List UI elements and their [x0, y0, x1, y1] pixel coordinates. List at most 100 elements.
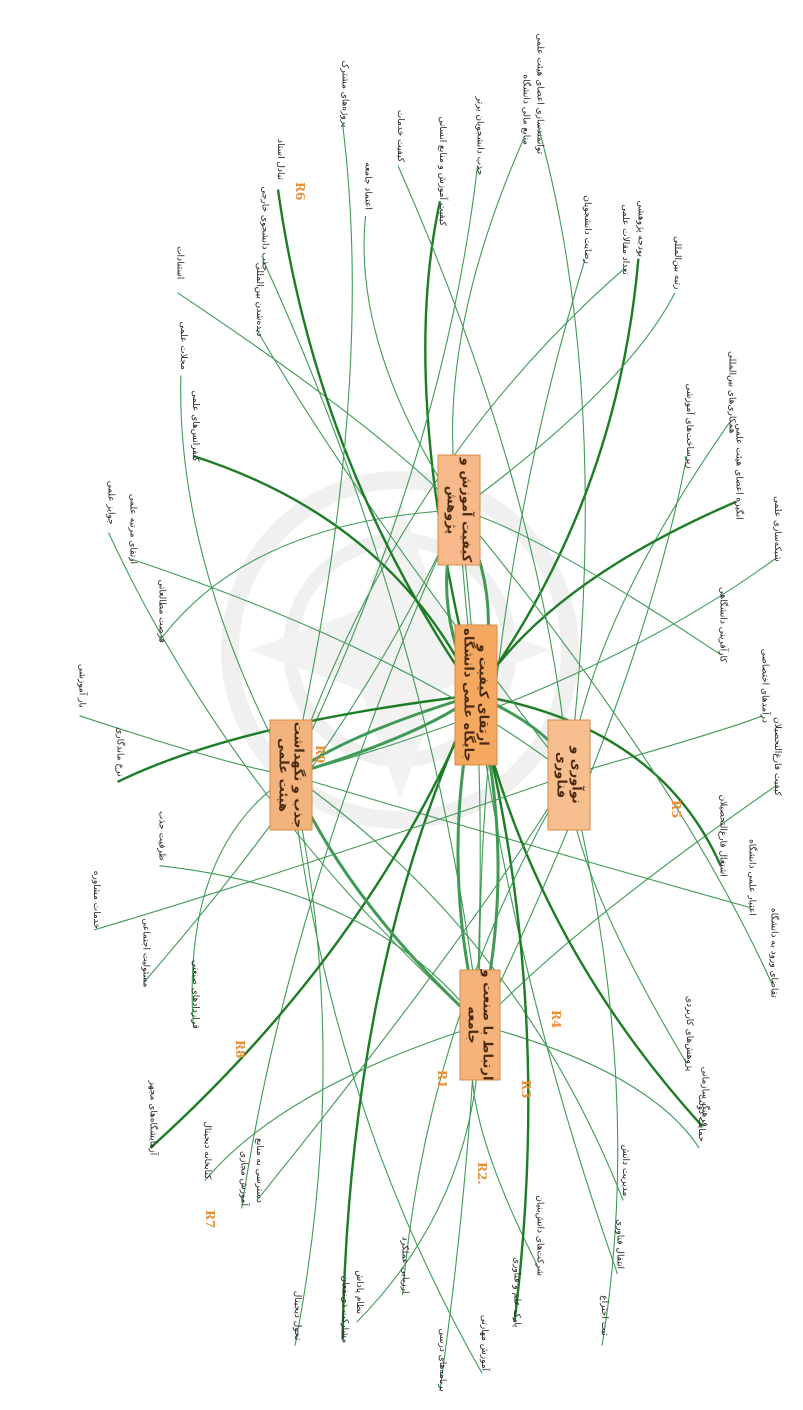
causal-link-arrow — [256, 329, 570, 776]
variable-label: نرخ ماندگاری — [115, 727, 127, 776]
causal-link-arrow — [177, 292, 460, 511]
loop-label: R6 — [293, 182, 307, 200]
causal-link-arrow — [159, 865, 481, 1026]
variable-label: ارزیابی عملکرد — [400, 1237, 410, 1294]
causal-link-arrow — [477, 259, 586, 1026]
causal-link-arrow — [241, 509, 460, 1209]
variable-label: همکاری‌های بین‌المللی — [727, 351, 737, 434]
variable-label: درآمدهای اختصاصی — [759, 649, 771, 723]
core-node-label: پژوهش — [444, 486, 459, 534]
core-node-label: جامعه — [465, 1006, 480, 1044]
variable-label: تبادل استاد — [275, 139, 285, 180]
variable-label: خدمات مشاوره — [91, 871, 101, 929]
variable-label: فرهنگ سازمانی — [700, 1067, 712, 1127]
causal-link-arrow — [149, 693, 478, 1149]
causal-link-arrow — [458, 292, 676, 511]
causal-link-arrow — [290, 774, 624, 1201]
variable-label: ارتقای مرتبه علمی — [128, 494, 138, 564]
core-node-label: جایگاه علمی دانشگاه — [461, 628, 477, 762]
causal-link-arrow — [341, 693, 478, 1340]
loop-label: R9 — [313, 745, 327, 763]
variable-label: پژوهش‌های کاربردی — [684, 996, 694, 1072]
core-node-label: هیئت علمی — [276, 738, 291, 812]
variable-label: اشتغال فارغ‌التحصیلان — [718, 795, 728, 877]
causal-link-arrow — [256, 774, 570, 1201]
causal-link-arrow — [276, 189, 477, 696]
causal-link-arrow — [180, 375, 292, 776]
variable-label: جوایز علمی — [106, 481, 116, 525]
causal-link-arrow — [363, 215, 460, 511]
loop-label: R7 — [203, 1210, 217, 1228]
variable-label: کیفیت خدمات — [395, 110, 405, 163]
variable-label: استنادات — [174, 246, 184, 279]
causal-link-arrow — [475, 258, 640, 696]
variable-label: کنفرانس‌های علمی — [190, 390, 200, 462]
variable-label: جذب دانشجویان برتر — [474, 96, 484, 176]
causal-link-arrow — [397, 165, 572, 776]
variable-label: کیفیت آموزش و منابع انسانی — [437, 116, 449, 226]
variable-label: شرکت‌های دانش‌بنیان — [534, 1195, 544, 1276]
causal-link-arrow — [289, 123, 353, 776]
causal-link-arrow — [290, 269, 624, 776]
core-node-label: فناوری — [554, 752, 569, 798]
causal-link-arrow — [192, 454, 478, 697]
causal-link-arrow — [472, 693, 530, 1323]
variable-label: کتابخانه دیجیتال — [202, 1121, 212, 1180]
causal-link-arrow — [536, 123, 586, 776]
variable-label: پارک علم و فناوری — [511, 1257, 522, 1328]
variable-label: کیفیت فارغ‌التحصیلان — [772, 717, 782, 797]
loop-label: R3 — [519, 1080, 533, 1098]
variable-label: فرصت مطالعاتی — [156, 579, 166, 642]
variable-label: انگیزه اعضای هیئت علمی — [734, 423, 746, 519]
causal-link-arrow — [143, 509, 460, 984]
causal-link-arrow — [158, 507, 460, 642]
variable-label: آموزش مجازی — [239, 1151, 251, 1206]
variable-label: قراردادهای صنعتی — [190, 960, 200, 1029]
variable-label: رتبه بین‌المللی — [672, 236, 682, 289]
causal-link-arrow — [288, 774, 483, 1374]
variable-label: اعتماد جامعه — [363, 162, 373, 210]
core-node-label: ارتباط با صنعت و — [480, 969, 495, 1081]
variable-label: انتقال فناوری — [614, 1219, 624, 1269]
variable-label: برنامه‌های درسی — [437, 1328, 447, 1391]
loop-label: R5 — [669, 800, 683, 818]
variable-label: کارآفرینی دانشگاهی — [718, 587, 730, 663]
causal-link-arrow — [458, 509, 772, 984]
variable-label: آموزش مهارتی — [479, 1315, 491, 1372]
variable-label: توانمندسازی اعضای هیئت علمی — [534, 33, 544, 154]
causal-link-arrow — [191, 774, 292, 1025]
causal-link-arrow — [474, 690, 722, 867]
variable-label: اعتبار علمی دانشگاه — [746, 839, 758, 916]
causal-link-arrow — [479, 786, 776, 1026]
variable-label: تحول دیجیتال — [292, 1291, 302, 1341]
core-node-box — [459, 969, 501, 1081]
causal-link-arrow — [117, 690, 478, 783]
causal-link-arrow — [289, 774, 324, 1346]
causal-link-arrow — [204, 1023, 481, 1181]
causal-link-arrow — [290, 773, 750, 908]
causal-link-arrow — [290, 165, 479, 776]
core-node-label: جذب و نگهداشت — [291, 722, 307, 829]
loop-label: R4 — [549, 1010, 563, 1028]
causal-link-arrow — [108, 532, 481, 1026]
core-node-box — [269, 719, 313, 831]
causal-link-arrow — [424, 200, 480, 697]
variables-layer: کیفیت آموزش و منابع انسانی جذب دانشجویان … — [77, 33, 782, 1391]
variable-label: تعداد مقالات علمی — [620, 204, 630, 275]
variable-label: نظام پاداش — [354, 1270, 364, 1314]
variable-label: مجلات علمی — [178, 321, 188, 370]
variable-label: تقاضای ورود به دانشگاه — [768, 908, 780, 998]
variable-label: مسئولیت اجتماعی — [140, 918, 150, 987]
causal-link-arrow — [456, 509, 619, 1275]
causal-link-arrow — [290, 558, 776, 777]
loop-label: R2. — [475, 1162, 489, 1185]
variable-label: زیرساخت‌های آموزشی — [684, 383, 696, 468]
causal-link-arrow — [439, 509, 481, 1391]
variable-label: دیده‌شدن بین‌المللی — [254, 263, 264, 337]
causal-link-arrow — [568, 715, 763, 777]
